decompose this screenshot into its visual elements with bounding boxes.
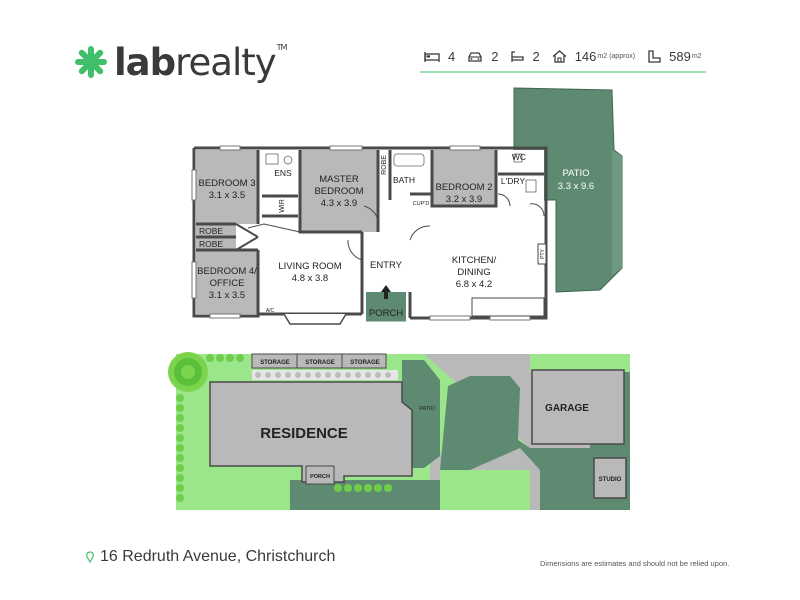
garage-label: GARAGE <box>545 403 589 414</box>
car-icon <box>468 51 482 62</box>
entry-arrow-icon <box>381 285 391 299</box>
master-fill <box>300 150 378 232</box>
floor-area-unit: m2 (approx) <box>597 53 636 60</box>
site-driveway <box>440 354 630 510</box>
bath-label: BATH <box>393 175 415 185</box>
cupd-fill <box>410 194 432 208</box>
residence-footprint <box>209 381 413 483</box>
wir-fill <box>262 196 298 216</box>
storage-label-1: STORAGE <box>260 360 290 366</box>
bedrooms-stat: 4 <box>424 49 455 64</box>
site-lawn-right <box>530 354 630 372</box>
robe-label-1: ROBE <box>199 226 223 236</box>
bath-icon <box>511 51 525 62</box>
living-label: LIVING ROOM <box>278 261 341 272</box>
storage-label-3: STORAGE <box>350 360 380 366</box>
bedroom4-label-1: BEDROOM 4/ <box>197 266 257 277</box>
address-text: 16 Redruth Avenue, Christchurch <box>100 548 336 565</box>
site-porch <box>305 465 335 485</box>
porch-label: PORCH <box>369 308 403 319</box>
property-address: 16 Redruth Avenue, Christchurch <box>86 548 335 566</box>
logo-wordmark: labrealtyTM <box>114 40 287 84</box>
bedroom3-fill <box>196 150 258 224</box>
pantry-label: PTY <box>540 248 546 258</box>
floor-area-value: 146 <box>574 49 597 64</box>
pantry <box>537 243 547 265</box>
bedroom4-fill <box>196 250 258 314</box>
wc-label: WC <box>512 152 526 162</box>
master-dims: 4.3 x 3.9 <box>321 198 357 209</box>
storage-label-2: STORAGE <box>305 360 335 366</box>
patio-label: PATIO <box>562 168 589 179</box>
carparks-count: 2 <box>491 49 499 64</box>
bedroom3-label: BEDROOM 3 <box>198 178 255 189</box>
robe-master-label: ROBE <box>381 155 388 175</box>
ldry-label: L'DRY <box>501 176 525 186</box>
site-storage-strip <box>251 353 387 369</box>
bedroom4-dims: 3.1 x 3.5 <box>209 290 245 301</box>
bedroom2-fill <box>432 150 496 206</box>
master-label-2: BEDROOM <box>314 186 363 197</box>
bedroom2-label: BEDROOM 2 <box>435 182 492 193</box>
bedrooms-count: 4 <box>448 49 456 64</box>
studio-footprint <box>593 457 627 499</box>
entry-fill <box>362 232 410 292</box>
living-bay-window <box>283 313 347 325</box>
bedroom4-label-2: OFFICE <box>210 278 245 289</box>
robe-master-fill <box>378 150 390 180</box>
bedroom2-dims: 3.2 x 3.9 <box>446 194 482 205</box>
site-lawn-front <box>440 470 530 510</box>
land-area-value: 589 <box>669 49 691 64</box>
kitchen-bench <box>471 297 545 317</box>
carparks-stat: 2 <box>467 49 498 64</box>
master-label-1: MASTER <box>319 174 359 185</box>
land-area-unit: m2 <box>691 53 702 60</box>
ens-label: ENS <box>274 168 292 178</box>
kitchen-fill <box>410 210 544 316</box>
site-patio-label: PATIO <box>419 406 435 412</box>
robe-label-2: ROBE <box>199 239 223 249</box>
house-icon <box>552 50 567 63</box>
site-plan: STORAGE STORAGE STORAGE RESIDENCE GARAGE… <box>168 352 630 510</box>
wir-label: WIR <box>279 199 286 213</box>
kitchen-label-1: KITCHEN/ <box>452 255 497 266</box>
bedroom3-dims: 3.1 x 3.5 <box>209 190 245 201</box>
garage-footprint <box>531 369 625 445</box>
living-fill <box>258 232 362 314</box>
cupd-label: CUP'D <box>413 201 430 207</box>
site-porch-label: PORCH <box>310 474 330 480</box>
bed-icon <box>424 51 440 62</box>
patio-step <box>612 150 622 275</box>
patio-dims: 3.3 x 9.6 <box>558 181 594 192</box>
studio-label: STUDIO <box>599 477 622 483</box>
asterisk-logo-icon <box>75 46 107 78</box>
residence-label: RESIDENCE <box>260 425 348 442</box>
ac-label: A/C <box>266 308 275 314</box>
kitchen-dims: 6.8 x 4.2 <box>456 279 492 290</box>
kitchen-label-2: DINING <box>457 267 490 278</box>
entry-label: ENTRY <box>370 260 403 271</box>
living-dims: 4.8 x 3.8 <box>292 273 328 284</box>
bathrooms-count: 2 <box>532 49 540 64</box>
land-icon <box>648 50 661 63</box>
tree-icon <box>168 352 208 392</box>
disclaimer: Dimensions are estimates and should not … <box>540 559 730 568</box>
site-front-strip <box>290 480 440 510</box>
brand-logo: labrealtyTM <box>74 40 287 84</box>
location-pin-icon <box>86 551 94 563</box>
floor-plan: BEDROOM 3 3.1 x 3.5 MASTER BEDROOM 4.3 x… <box>191 87 623 329</box>
bathrooms-stat: 2 <box>510 49 540 64</box>
